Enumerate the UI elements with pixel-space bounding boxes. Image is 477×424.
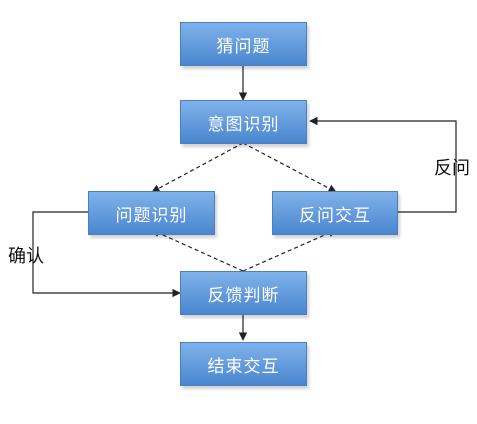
edge-feedback-askback <box>242 229 337 272</box>
node-end-interaction: 结束交互 <box>180 342 307 386</box>
edge-intent-problem <box>151 142 244 193</box>
node-feedback-judgment: 反馈判断 <box>180 271 307 315</box>
edge-intent-askback <box>242 142 337 193</box>
label-confirm: 确认 <box>8 246 44 267</box>
node-intent-recognition: 意图识别 <box>180 100 307 144</box>
edge-askback-intent-loop <box>309 116 457 213</box>
node-problem-recognition: 问题识别 <box>88 191 215 235</box>
label-ask-back: 反问 <box>434 158 470 179</box>
edge-feedback-problem <box>151 229 244 272</box>
edge-problem-feedback-loop <box>32 211 181 298</box>
node-guess-question: 猜问题 <box>180 22 307 66</box>
node-ask-back-interaction: 反问交互 <box>272 191 398 235</box>
